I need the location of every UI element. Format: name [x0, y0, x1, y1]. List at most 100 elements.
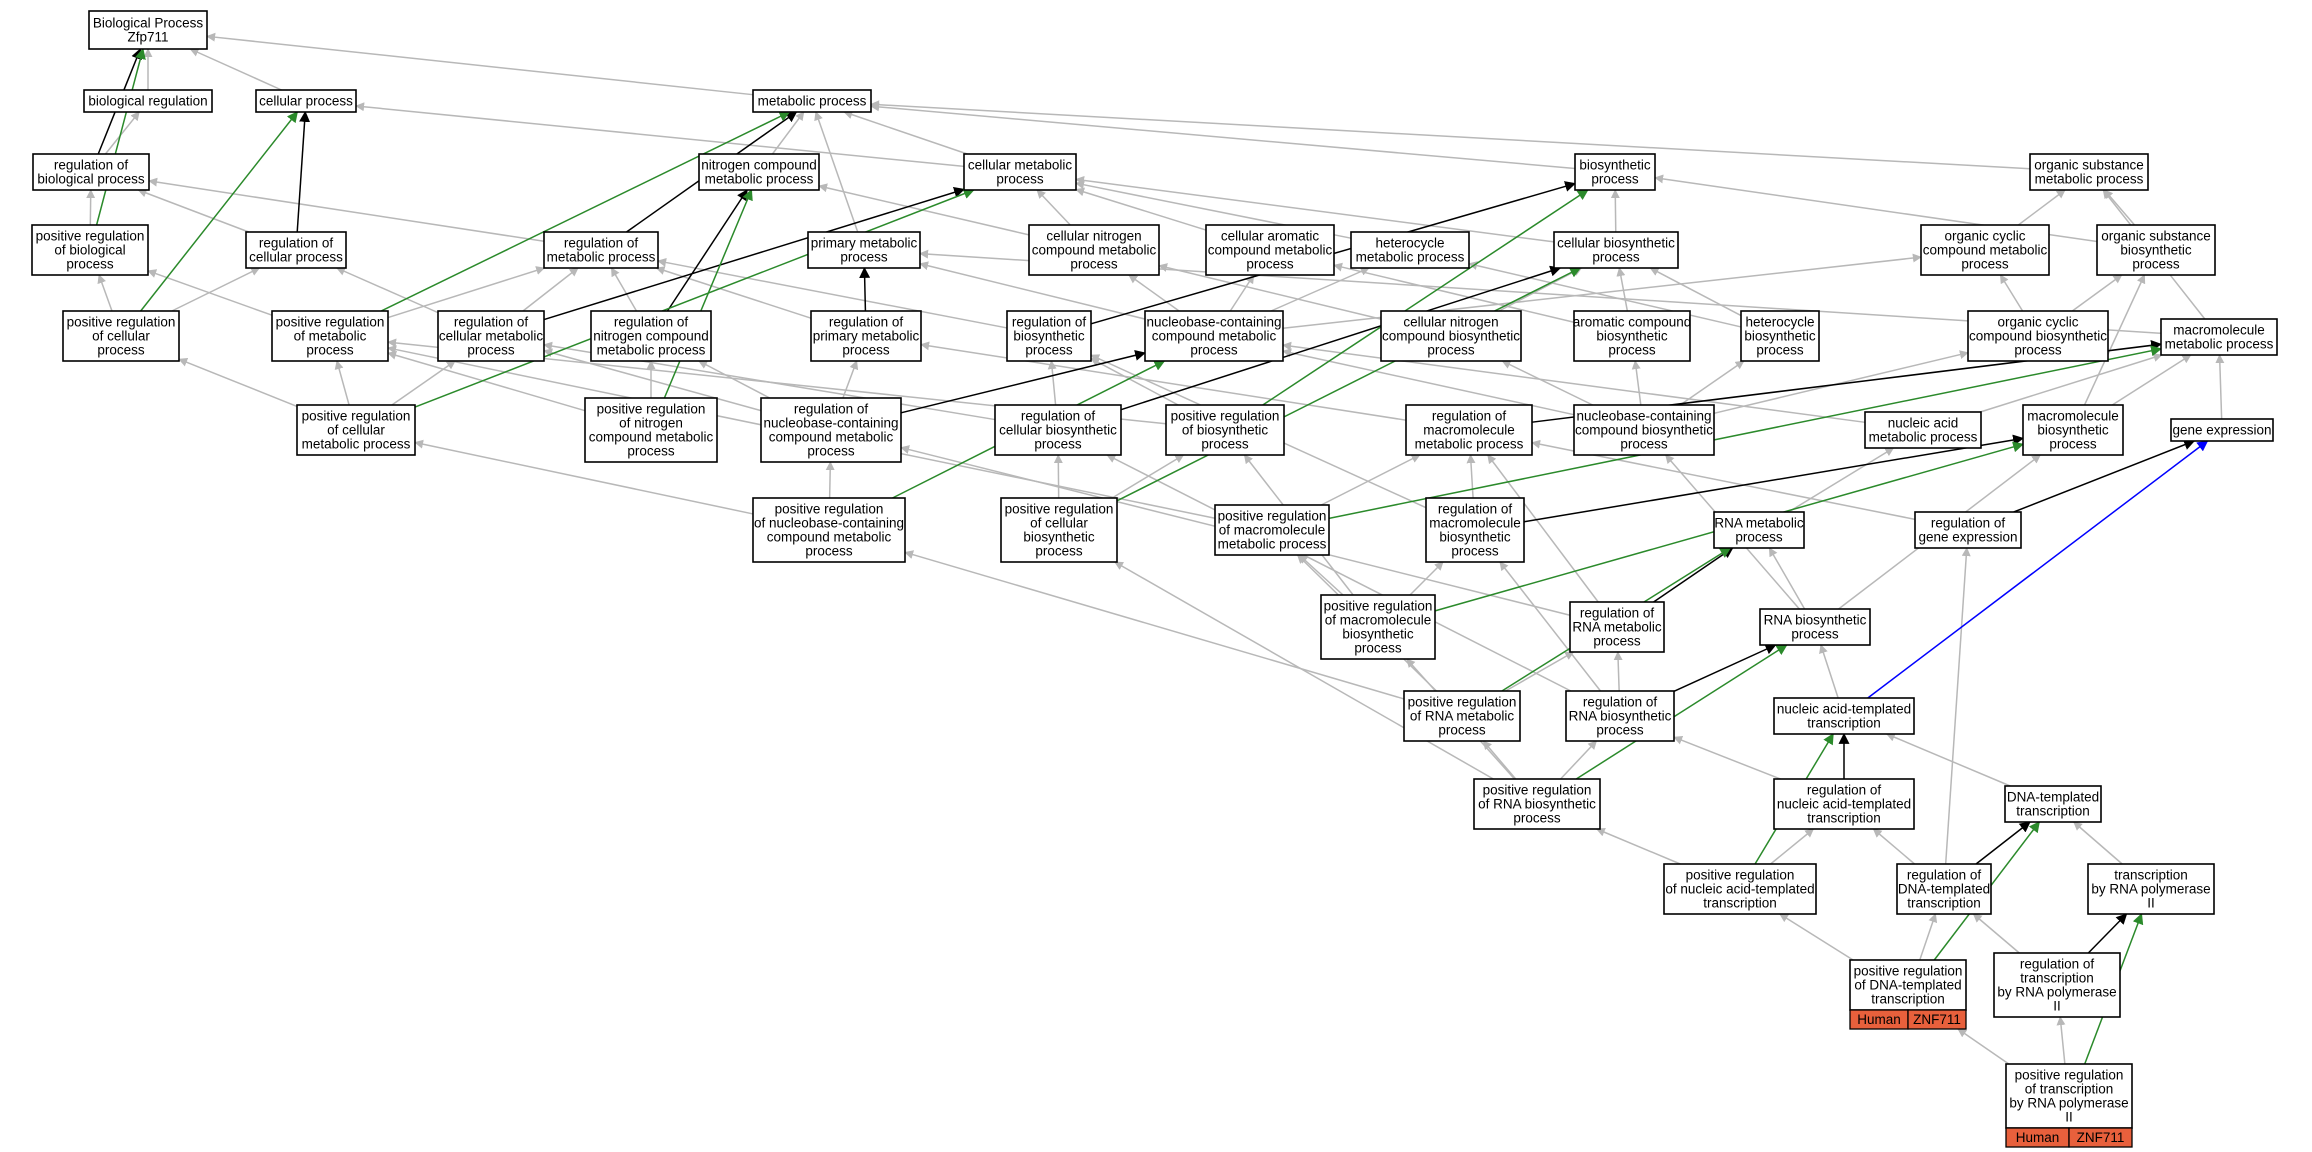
go-term-node-regnucbase[interactable]: regulation ofnucleobase-containingcompou… [760, 397, 902, 463]
node-label-line: organic substance [2101, 229, 2211, 244]
edge-is-a-cellnitro-to-cellmet [1036, 189, 1071, 226]
edge-is-a-posregrnamet-to-regrnamet [1505, 651, 1575, 692]
edge-is-a-posregdnatx-to-posregnucacidtx [1779, 913, 1854, 961]
edge-positively-regulates-posregcellmet-to-cellmet [414, 188, 975, 408]
node-box [1144, 310, 1284, 362]
go-term-node-bioreg[interactable]: biological regulation [83, 89, 213, 113]
node-label-line: compound metabolic [767, 530, 892, 545]
edge-is-a-regmacrobio-to-regmacromet [1466, 454, 1476, 499]
go-term-node-metab[interactable]: metabolic process [752, 89, 872, 113]
node-label-line: transcription [2020, 971, 2094, 986]
node-label-line: compound metabolic [589, 430, 714, 445]
node-box [752, 89, 872, 113]
edge-is-a-orgcycbio-to-orgcyc [1999, 274, 2024, 312]
node-label-line: of nitrogen [619, 416, 683, 431]
node-label-line: II [2147, 896, 2155, 911]
node-box [1205, 224, 1335, 276]
node-label-line: compound metabolic [769, 430, 894, 445]
go-term-node-regmacrobio[interactable]: regulation ofmacromoleculebiosyntheticpr… [1425, 497, 1525, 563]
go-term-node-cellproc[interactable]: cellular process [255, 89, 357, 113]
node-box [752, 497, 906, 563]
node-label-line: compound metabolic [1208, 243, 1333, 258]
node-label-line: cellular process [249, 250, 343, 265]
node-label-line: regulation of [1432, 409, 1507, 424]
node-box [245, 231, 347, 269]
go-term-node-geneexp[interactable]: gene expression [2170, 418, 2274, 442]
node-box [255, 89, 357, 113]
edge-regulates-regcellproc-to-cellproc [296, 110, 311, 233]
node-label-line: primary metabolic [811, 236, 918, 251]
annotation-tag-box [1907, 1009, 1967, 1030]
node-label-line: positive regulation [1171, 409, 1280, 424]
node-label-line: metabolic process [2035, 172, 2144, 187]
node-label-line: process [1608, 343, 1656, 358]
node-label-line: regulation of [259, 236, 334, 251]
edge-is-a-posregcellmet-to-posregcp [178, 358, 298, 408]
node-label-line: process [1593, 634, 1641, 649]
edge-is-a-nucacidmet-to-nucbase [1282, 341, 1866, 424]
edge-is-a-regcellmet-to-regcellproc [335, 267, 439, 314]
node-label-line: compound biosynthetic [1575, 423, 1713, 438]
node-label-line: biosynthetic [1439, 530, 1511, 545]
node-box [1993, 952, 2121, 1018]
node-label-line: nucleobase-containing [1146, 315, 1281, 330]
edge-is-a-cellproc-to-root [189, 48, 282, 91]
